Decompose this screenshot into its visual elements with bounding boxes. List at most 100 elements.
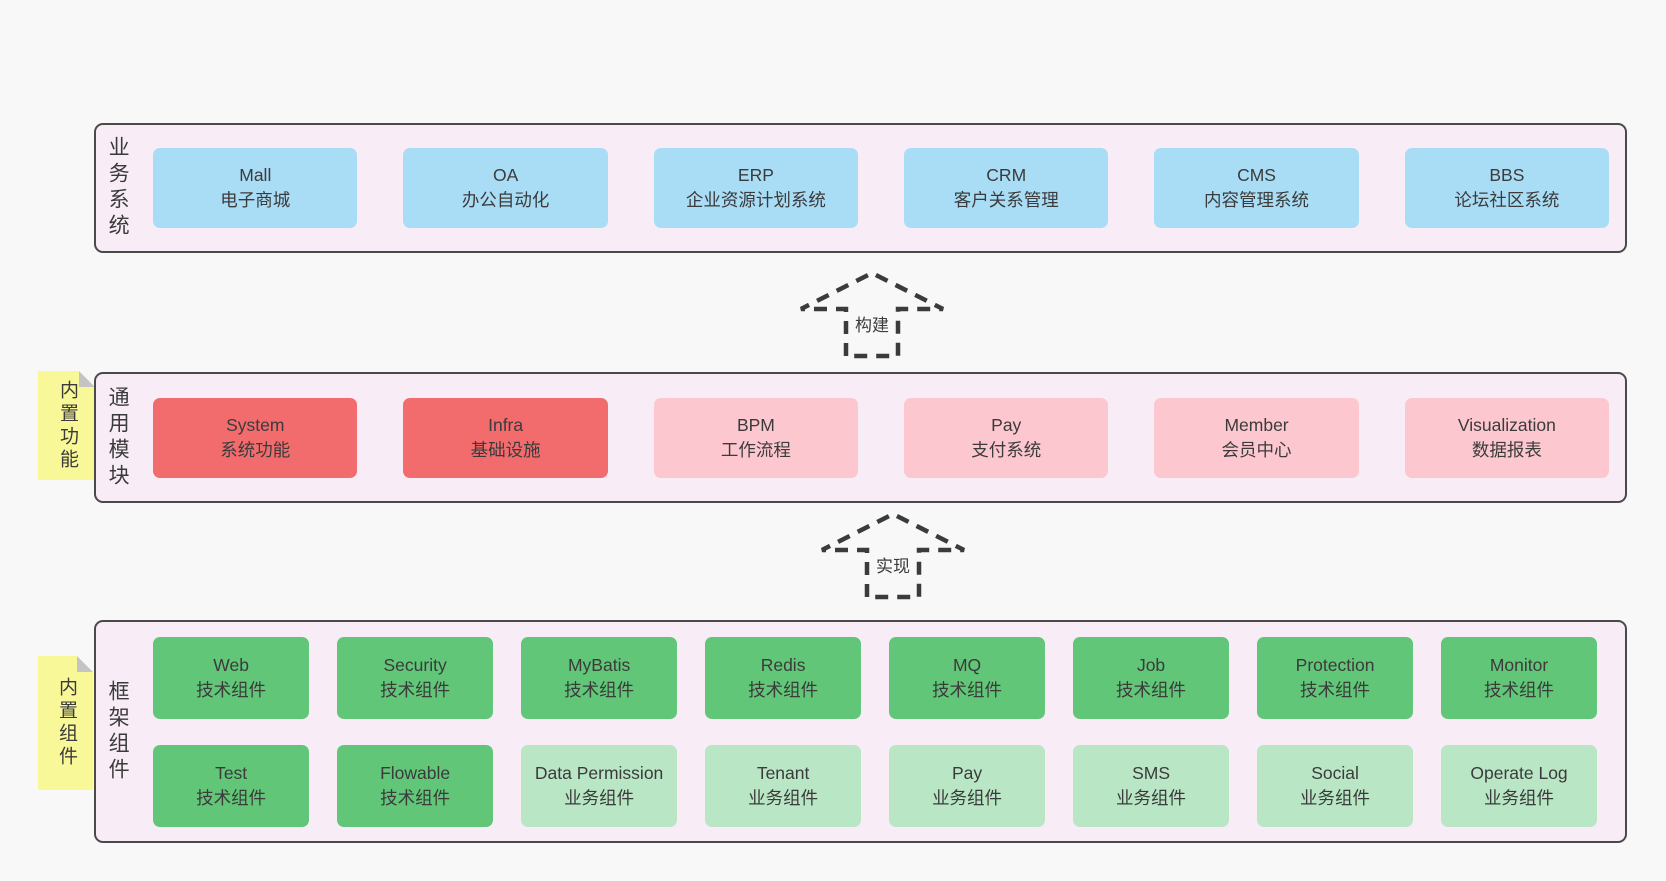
box-subtitle: 业务组件 (564, 787, 635, 808)
section-business-systems: 业务系统 Mall 电子商城 OA 办公自动化 ERP 企业资源计划系统 CRM… (94, 123, 1627, 253)
box-subtitle: 技术组件 (1116, 679, 1187, 700)
sticky-note-text: 内置功能 (56, 379, 78, 472)
framework-box-mybatis: MyBatis 技术组件 (521, 636, 678, 719)
business-box-erp: ERP 企业资源计划系统 (653, 148, 859, 228)
box-subtitle: 技术组件 (380, 787, 451, 808)
box-title: Operate Log (1470, 762, 1568, 783)
box-subtitle: 技术组件 (1484, 679, 1555, 700)
business-box-oa: OA 办公自动化 (403, 148, 608, 228)
arrow-build-label: 构建 (850, 311, 894, 338)
framework-box-mq: MQ 技术组件 (889, 636, 1046, 719)
box-title: System (226, 414, 285, 435)
business-systems-row: Mall 电子商城 OA 办公自动化 ERP 企业资源计划系统 CRM 客户关系… (129, 125, 1625, 251)
framework-box-social: Social 业务组件 (1257, 744, 1414, 827)
box-subtitle: 基础设施 (470, 439, 541, 460)
box-title: Infra (488, 414, 524, 435)
box-subtitle: 会员中心 (1221, 439, 1292, 460)
arrow-implement-label: 实现 (871, 552, 915, 579)
box-title: Flowable (380, 762, 451, 783)
box-title: CRM (986, 165, 1027, 186)
box-title: Member (1224, 414, 1289, 435)
box-title: Monitor (1489, 654, 1549, 675)
box-title: Tenant (756, 762, 810, 783)
framework-row-2: Test 技术组件 Flowable 技术组件 Data Permission … (153, 744, 1598, 827)
box-title: SMS (1132, 762, 1171, 783)
box-title: MyBatis (567, 654, 631, 675)
box-subtitle: 支付系统 (971, 439, 1042, 460)
business-box-crm: CRM 客户关系管理 (904, 148, 1109, 228)
box-title: Security (383, 654, 447, 675)
box-subtitle: 工作流程 (720, 439, 791, 460)
framework-box-monitor: Monitor 技术组件 (1441, 636, 1598, 719)
box-subtitle: 技术组件 (196, 787, 267, 808)
framework-box-web: Web 技术组件 (153, 636, 310, 719)
box-title: MQ (952, 654, 982, 675)
box-subtitle: 业务组件 (1484, 787, 1555, 808)
common-modules-row: System 系统功能 Infra 基础设施 BPM 工作流程 Pay 支付系统… (129, 374, 1625, 501)
section-label-framework-components: 框架组件 (106, 679, 130, 784)
box-subtitle: 内容管理系统 (1204, 190, 1310, 210)
box-title: BBS (1489, 165, 1525, 186)
module-box-system: System 系统功能 (153, 397, 358, 478)
sticky-note-text: 内置组件 (55, 677, 77, 769)
framework-box-test: Test 技术组件 (153, 744, 310, 827)
framework-box-job: Job 技术组件 (1073, 636, 1230, 719)
framework-components-grid: Web 技术组件 Security 技术组件 MyBatis 技术组件 Redi… (129, 622, 1625, 841)
dashed-up-arrow-icon (799, 270, 945, 359)
framework-box-redis: Redis 技术组件 (705, 636, 862, 719)
box-subtitle: 数据报表 (1471, 439, 1542, 460)
framework-box-sms: SMS 业务组件 (1073, 744, 1230, 827)
box-title: BPM (736, 414, 775, 435)
box-subtitle: 业务组件 (1116, 787, 1187, 808)
box-subtitle: 业务组件 (748, 787, 819, 808)
box-subtitle: 办公自动化 (461, 190, 550, 210)
box-title: Pay (991, 414, 1022, 435)
box-title: OA (492, 165, 519, 186)
box-title: Web (213, 654, 249, 675)
dashed-up-arrow-icon (820, 511, 966, 600)
framework-box-security: Security 技术组件 (337, 636, 494, 719)
box-title: Mall (239, 165, 272, 186)
framework-box-operate-log: Operate Log 业务组件 (1441, 744, 1598, 827)
box-title: Pay (951, 762, 983, 783)
box-subtitle: 技术组件 (196, 679, 267, 700)
box-title: Redis (760, 654, 806, 675)
box-subtitle: 系统功能 (220, 439, 291, 460)
box-title: Protection (1295, 654, 1375, 675)
box-title: Social (1311, 762, 1359, 783)
box-title: Data Permission (534, 762, 664, 783)
framework-box-pay: Pay 业务组件 (889, 744, 1046, 827)
module-box-infra: Infra 基础设施 (403, 397, 608, 478)
framework-box-flowable: Flowable 技术组件 (337, 744, 494, 827)
section-label-common-modules: 通用模块 (106, 385, 130, 490)
section-framework-components: 框架组件 Web 技术组件 Security 技术组件 MyBatis 技术组件… (94, 620, 1627, 843)
module-box-pay: Pay 支付系统 (904, 397, 1109, 478)
box-subtitle: 企业资源计划系统 (685, 190, 826, 210)
sticky-note-builtin-components: 内置组件 (38, 656, 93, 790)
box-title: Job (1136, 654, 1166, 675)
box-subtitle: 技术组件 (564, 679, 635, 700)
section-label-business-systems: 业务系统 (106, 136, 130, 240)
framework-box-protection: Protection 技术组件 (1257, 636, 1414, 719)
box-subtitle: 技术组件 (380, 679, 451, 700)
framework-row-1: Web 技术组件 Security 技术组件 MyBatis 技术组件 Redi… (153, 636, 1598, 719)
box-subtitle: 业务组件 (932, 787, 1003, 808)
module-box-bpm: BPM 工作流程 (653, 397, 859, 478)
business-box-cms: CMS 内容管理系统 (1154, 148, 1359, 228)
business-box-bbs: BBS 论坛社区系统 (1404, 148, 1610, 228)
business-box-mall: Mall 电子商城 (153, 148, 358, 228)
arrow-implement: 实现 (818, 509, 968, 601)
box-subtitle: 电子商城 (220, 190, 291, 210)
box-title: CMS (1237, 165, 1276, 186)
box-subtitle: 业务组件 (1300, 787, 1371, 808)
box-subtitle: 技术组件 (748, 679, 819, 700)
framework-box-tenant: Tenant 业务组件 (705, 744, 862, 827)
framework-box-data-permission: Data Permission 业务组件 (521, 744, 678, 827)
section-common-modules: 通用模块 System 系统功能 Infra 基础设施 BPM 工作流程 Pay… (94, 372, 1627, 503)
box-title: Test (215, 762, 248, 783)
box-subtitle: 技术组件 (932, 679, 1003, 700)
sticky-note-builtin-features: 内置功能 (38, 371, 95, 480)
box-title: ERP (737, 165, 774, 186)
box-title: Visualization (1457, 414, 1556, 435)
module-box-member: Member 会员中心 (1154, 397, 1359, 478)
